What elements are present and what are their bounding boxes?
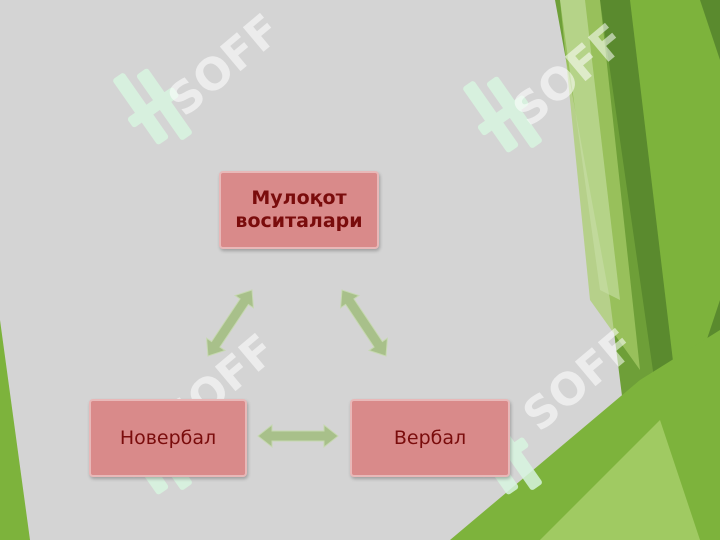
node-communication-means: Мулоқот воситалари [219,171,379,249]
node-label-line: Мулоқот [251,187,347,210]
double-arrow-top-right [340,289,388,357]
node-label: Вербал [393,426,467,449]
right-green-facet-mid [630,0,720,420]
node-label-line: воситалари [235,210,363,232]
bottom-right-light-facet [540,420,700,540]
watermark-logo-icon [463,76,542,153]
double-arrow-top-left [206,289,254,357]
right-highlight-strip [560,0,620,300]
watermark-logo-icon [113,68,192,145]
left-green-accent [0,320,30,540]
node-label: Мулоқот воситалари [235,187,362,233]
node-nonverbal: Новербал [89,399,247,477]
node-verbal: Вербал [350,399,510,477]
double-arrow-left-right [257,423,339,449]
node-label: Новербал [119,426,217,449]
arrows-group [206,289,388,449]
